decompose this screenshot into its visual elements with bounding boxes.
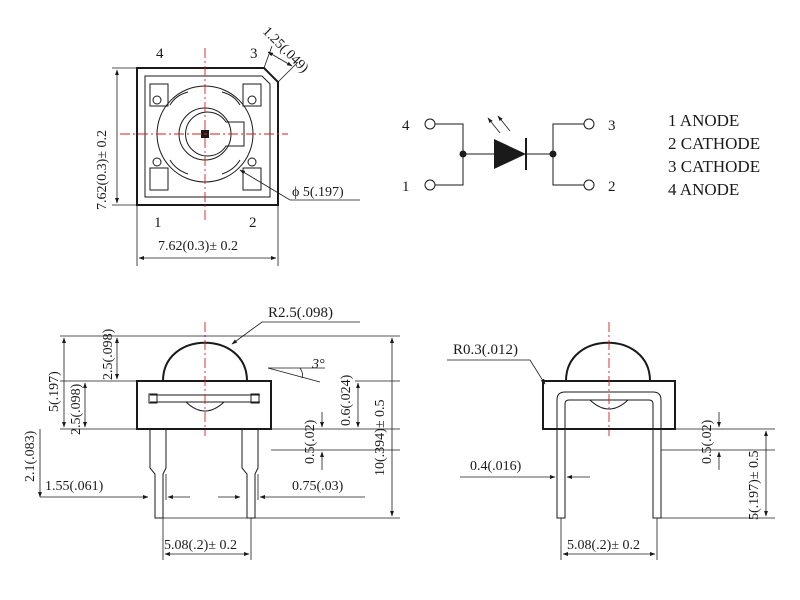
top-dim-chamfer: 1.25(.049): [259, 24, 311, 76]
schematic: 4 1 3 2: [402, 115, 616, 195]
schematic-pin-1: 1: [402, 179, 410, 195]
top-view-outline: [136, 67, 279, 206]
schematic-pin-4-terminal: [424, 118, 436, 130]
side-angle-label: 3°: [311, 357, 325, 372]
side-dim-2-5-body: 2.5(.098): [69, 383, 84, 435]
side-dim-5-08: 5.08(.2)± 0.2: [164, 538, 237, 553]
end-view-lead-right: [652, 429, 662, 519]
end-dim-0-4: 0.4(.016): [470, 459, 522, 474]
top-pin-4: 4: [156, 46, 164, 62]
legend-item: 2 CATHODE: [668, 134, 760, 153]
side-dim-2-1: 2.1(.083): [23, 430, 38, 482]
top-pin-3: 3: [250, 46, 258, 62]
side-dim-0-6: 0.6(.024): [339, 374, 354, 426]
end-dim-0-5: 0.5(.02): [700, 419, 715, 464]
side-dim-10: 10(.394)± 0.5: [373, 399, 388, 476]
top-dim-height: 7.62(0.3)± 0.2: [95, 130, 110, 210]
end-dim-5-08: 5.08(.2)± 0.2: [567, 538, 640, 553]
side-view-lead-right: [241, 429, 259, 519]
schematic-pin-1-terminal: [424, 179, 436, 191]
side-dim-0-5: 0.5(.02): [303, 419, 318, 464]
side-dim-2-5-top: 2.5(.098): [101, 328, 116, 380]
legend-item: 3 CATHODE: [668, 157, 760, 176]
legend-item: 1 ANODE: [668, 111, 739, 130]
schematic-pin-2: 2: [608, 179, 616, 195]
schematic-pin-4: 4: [402, 118, 410, 134]
pin-legend: 1 ANODE 2 CATHODE 3 CATHODE 4 ANODE: [668, 111, 760, 199]
schematic-pin-3: 3: [608, 118, 616, 134]
top-dim-width: 7.62(0.3)± 0.2: [158, 239, 238, 254]
end-radius-label: R0.3(.012): [453, 342, 518, 358]
top-pin-1: 1: [154, 215, 162, 231]
end-view-lead-left: [556, 429, 566, 519]
side-view-body: [136, 380, 272, 430]
side-dim-5: 5(.197): [47, 371, 62, 412]
end-view: R0.3(.012) 0.5(.02) 5(.197)± 0.5 0.4(.01…: [447, 322, 775, 560]
side-view-lead-left: [149, 429, 167, 519]
side-dim-0-75: 0.75(.03): [292, 479, 344, 494]
side-radius-label: R2.5(.098): [268, 305, 333, 321]
side-dim-1-55: 1.55(.061): [45, 479, 104, 494]
end-dim-5: 5(.197)± 0.5: [747, 450, 762, 520]
side-view: 2.5(.098) 5(.197) 2.5(.098) 2.1(.083) 1.…: [23, 305, 400, 560]
schematic-pin-2-terminal: [583, 179, 595, 191]
end-view-dome: [565, 341, 651, 382]
top-pin-2: 2: [249, 215, 257, 231]
top-dim-diameter: ϕ 5(.197): [292, 185, 344, 200]
top-view: 4 3 1 2 7.62(0.3)± 0.2 7.62(0.3)± 0.2 1.…: [95, 24, 360, 266]
schematic-pin-3-terminal: [583, 118, 595, 130]
diode-symbol: [494, 139, 526, 169]
legend-item: 4 ANODE: [668, 180, 739, 199]
